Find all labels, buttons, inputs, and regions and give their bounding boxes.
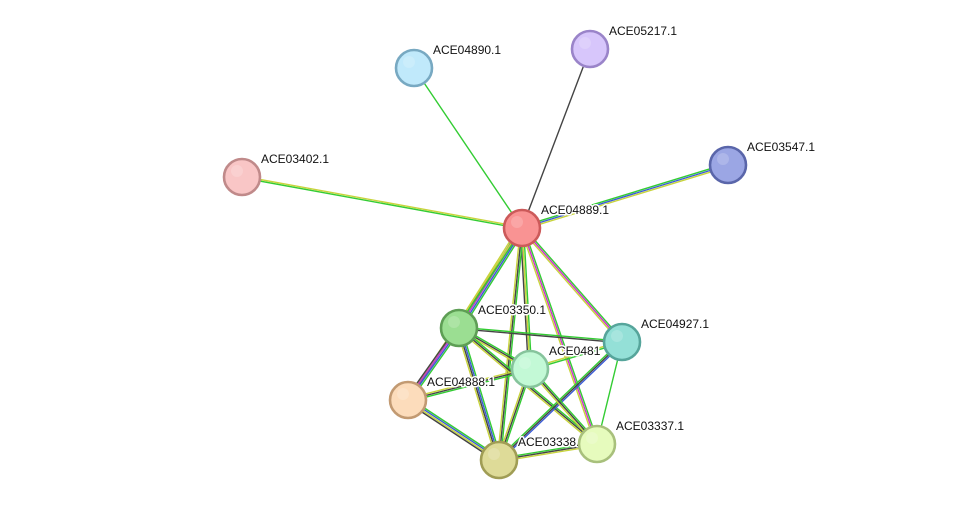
node-highlight bbox=[231, 165, 243, 177]
node-circle[interactable] bbox=[708, 145, 748, 185]
node-circle[interactable] bbox=[439, 308, 479, 348]
edge-evidence-line bbox=[406, 366, 531, 400]
node-highlight bbox=[579, 37, 591, 49]
edge-evidence-line bbox=[499, 227, 525, 461]
node-label: ACE0481 bbox=[549, 344, 601, 358]
node-circle[interactable] bbox=[394, 48, 434, 88]
edge-evidence-line bbox=[460, 326, 502, 460]
node-label: ACE03338. bbox=[518, 435, 579, 449]
node-label-halo: ACE04927.1 bbox=[641, 317, 709, 331]
edge-evidence-line bbox=[413, 67, 523, 229]
edge-evidence-line bbox=[456, 328, 498, 462]
node-highlight bbox=[611, 330, 623, 342]
edge-evidence-line bbox=[461, 229, 526, 331]
node-label: ACE03547.1 bbox=[747, 140, 815, 154]
edge-evidence-line bbox=[522, 227, 533, 370]
node-highlight bbox=[448, 316, 460, 328]
node-label: ACE04890.1 bbox=[433, 43, 501, 57]
network-edges bbox=[241, 48, 730, 463]
node-highlight bbox=[586, 432, 598, 444]
edge-ace04817-ace04888-1 bbox=[406, 366, 532, 403]
node-highlight bbox=[397, 388, 409, 400]
edge-evidence-line bbox=[407, 369, 532, 403]
node-circle[interactable] bbox=[388, 380, 428, 420]
node-label-halo: ACE04889.1 bbox=[541, 203, 609, 217]
edge-evidence-line bbox=[519, 227, 597, 446]
node-circle[interactable] bbox=[222, 157, 262, 197]
node-circle[interactable] bbox=[502, 208, 542, 248]
edge-evidence-line bbox=[458, 326, 623, 342]
edge-evidence-line bbox=[496, 227, 522, 461]
edge-evidence-line bbox=[459, 228, 525, 330]
edge-ace04889-1-ace05217-1 bbox=[521, 48, 591, 229]
edge-evidence-line bbox=[521, 227, 623, 343]
edge-ace04889-1-ace03402-1 bbox=[241, 175, 523, 230]
node-circle[interactable] bbox=[577, 424, 617, 464]
edge-evidence-line bbox=[520, 228, 622, 344]
node-highlight bbox=[403, 56, 415, 68]
edge-evidence-line bbox=[241, 177, 523, 230]
edge-evidence-line bbox=[458, 328, 623, 344]
edge-evidence-line bbox=[498, 227, 523, 461]
node-label-halo: ACE03337.1 bbox=[616, 419, 684, 433]
edge-evidence-line bbox=[522, 226, 624, 342]
node-highlight bbox=[511, 216, 523, 228]
edge-evidence-line bbox=[459, 327, 501, 461]
edge-evidence-line bbox=[521, 227, 531, 370]
node-label-halo: ACE03402.1 bbox=[261, 152, 329, 166]
node-highlight bbox=[717, 153, 729, 165]
node-label: ACE03337.1 bbox=[616, 419, 684, 433]
node-circle[interactable] bbox=[510, 349, 550, 389]
node-label-halo: ACE0481 bbox=[549, 344, 601, 358]
edge-evidence-line bbox=[521, 48, 591, 229]
node-label-halo: ACE05217.1 bbox=[609, 24, 677, 38]
node-label-halo: ACE03338. bbox=[518, 435, 579, 449]
node-label: ACE03350.1 bbox=[478, 303, 546, 317]
node-label: ACE04927.1 bbox=[641, 317, 709, 331]
edge-evidence-line bbox=[407, 368, 531, 401]
node-circle[interactable] bbox=[602, 322, 642, 362]
node-label: ACE05217.1 bbox=[609, 24, 677, 38]
node-ace03338-1[interactable]: ACE03338.ACE03338. bbox=[479, 434, 581, 480]
edge-ace03350-1-ace03338-1 bbox=[456, 326, 502, 462]
edge-ace04889-1-ace04890-1 bbox=[413, 67, 523, 229]
node-circle[interactable] bbox=[570, 29, 610, 69]
node-highlight bbox=[519, 357, 531, 369]
node-label-halo: ACE04890.1 bbox=[433, 43, 501, 57]
edge-ace03350-1-ace04927-1 bbox=[458, 326, 623, 344]
edge-ace04889-1-ace04927-1 bbox=[520, 226, 624, 344]
node-label-halo: ACE03547.1 bbox=[747, 140, 815, 154]
edge-evidence-line bbox=[521, 165, 730, 231]
node-highlight bbox=[488, 448, 500, 460]
node-label: ACE04888.1 bbox=[427, 375, 495, 389]
edge-evidence-line bbox=[521, 164, 729, 229]
edge-evidence-line bbox=[241, 175, 523, 228]
edge-ace04889-1-ace03338-1 bbox=[496, 227, 525, 461]
node-label: ACE04889.1 bbox=[541, 203, 609, 217]
node-label: ACE03402.1 bbox=[261, 152, 329, 166]
node-circle[interactable] bbox=[479, 440, 519, 480]
edge-evidence-line bbox=[457, 327, 499, 461]
edge-evidence-line bbox=[520, 162, 729, 228]
node-label-halo: ACE04888.1 bbox=[427, 375, 495, 389]
node-label-halo: ACE03350.1 bbox=[478, 303, 546, 317]
edge-ace04889-1-ace03547-1 bbox=[520, 162, 730, 231]
